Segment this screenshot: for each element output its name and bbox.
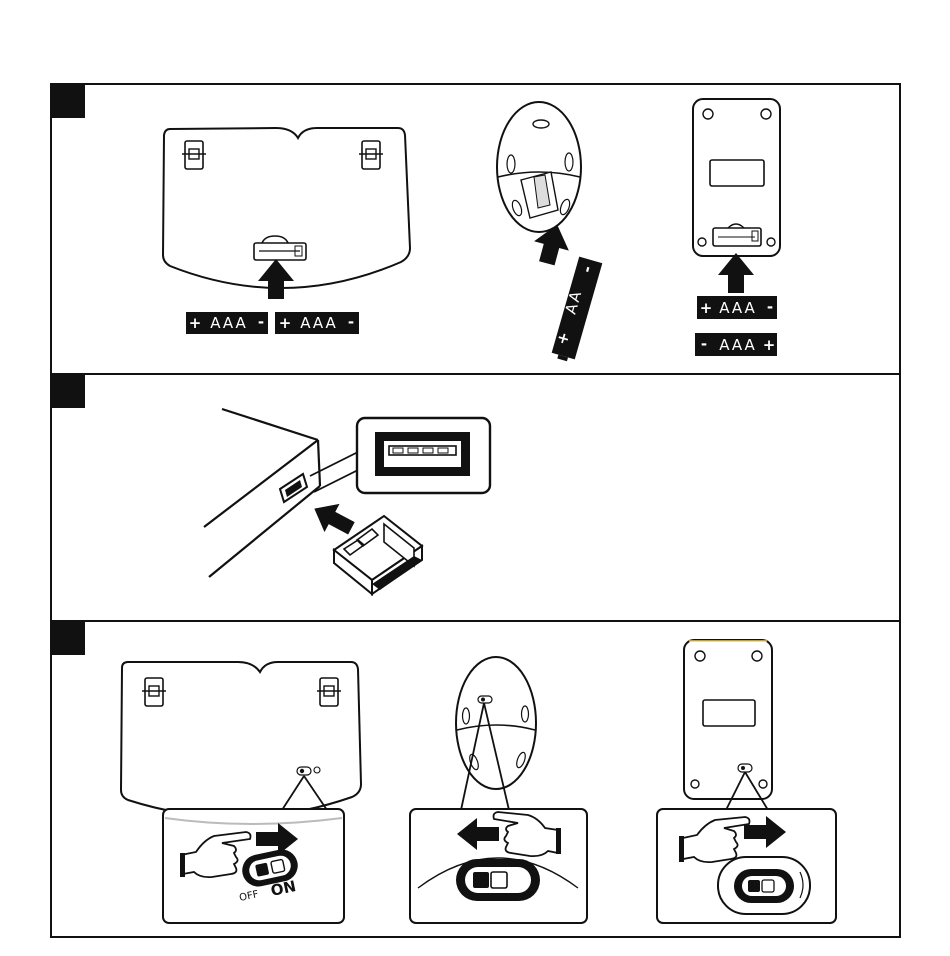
step-3-marker	[51, 621, 85, 655]
battery-label: AAA	[719, 299, 757, 317]
remote-battery-2: - AAA +	[695, 333, 777, 356]
power-switch-icon	[718, 857, 810, 914]
step1-remote-back	[693, 99, 780, 293]
battery-minus: -	[767, 298, 773, 316]
step1-mouse-bottom	[497, 102, 581, 268]
power-switch-icon	[456, 859, 540, 901]
power-switch-icon	[738, 764, 752, 772]
battery-label: AAA	[210, 314, 248, 332]
keyboard-foot-right	[317, 678, 341, 706]
arrow-up-icon	[718, 253, 754, 293]
keyboard-foot-right	[359, 141, 383, 169]
keyboard-battery-2: + AAA -	[275, 312, 359, 334]
keyboard-foot-left	[142, 678, 166, 706]
step-2-marker	[51, 374, 85, 408]
step3-keyboard-callout: OFF ON	[163, 809, 344, 923]
battery-minus: -	[258, 313, 264, 331]
step-1-marker	[51, 84, 85, 118]
battery-label: AAA	[719, 336, 757, 354]
usb-port-icon	[280, 474, 307, 502]
keyboard-foot-left	[182, 141, 206, 169]
step3-mouse-callout	[410, 809, 587, 923]
step3-remote-callout	[657, 809, 836, 923]
battery-minus: -	[348, 313, 354, 331]
arrow-left-icon	[307, 494, 359, 542]
battery-minus: -	[701, 335, 707, 353]
battery-plus: +	[700, 299, 713, 317]
remote-battery-1: + AAA -	[697, 296, 777, 319]
battery-label: AAA	[300, 314, 338, 332]
battery-plus: +	[279, 314, 292, 332]
usb-port-callout	[357, 418, 490, 493]
battery-plus: +	[189, 314, 202, 332]
step3-mouse-bottom	[456, 657, 536, 810]
battery-plus: +	[763, 336, 776, 354]
keyboard-battery-1: + AAA -	[186, 312, 268, 334]
step3-remote-back	[684, 640, 772, 810]
step1-keyboard-back	[163, 128, 410, 299]
mouse-battery: - AA +	[549, 256, 603, 363]
step3-keyboard-back	[121, 662, 361, 817]
